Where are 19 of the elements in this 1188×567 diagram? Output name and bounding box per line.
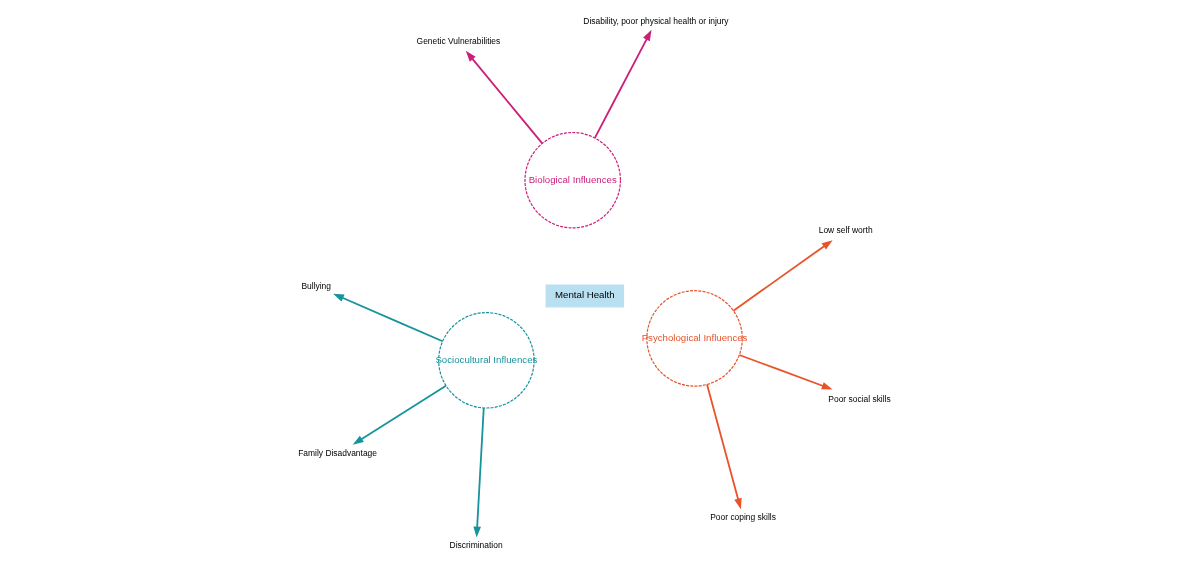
- node-text: Disability, poor physical health or injury: [582, 15, 729, 26]
- node-circle: Biological Influences: [523, 131, 621, 229]
- arrow: [705, 383, 742, 510]
- arrow: [332, 293, 443, 343]
- node-box: Mental Health: [545, 284, 624, 308]
- arrow: [352, 384, 447, 445]
- node-text: Genetic Vulnerabilities: [416, 36, 500, 47]
- arrow: [465, 50, 543, 145]
- node-text: Family Disadvantage: [297, 448, 377, 459]
- node-text: Discrimination: [449, 539, 503, 550]
- node-circle: Sociocultural Influences: [437, 312, 535, 409]
- node-text: Low self worth: [818, 225, 873, 236]
- node-text: Poor coping skills: [709, 511, 776, 522]
- arrow: [738, 354, 833, 390]
- arrow: [593, 29, 652, 139]
- arrow: [472, 407, 485, 538]
- arrow: [732, 240, 833, 312]
- node-text: Bullying: [300, 280, 331, 291]
- node-text: Poor social skills: [827, 393, 891, 404]
